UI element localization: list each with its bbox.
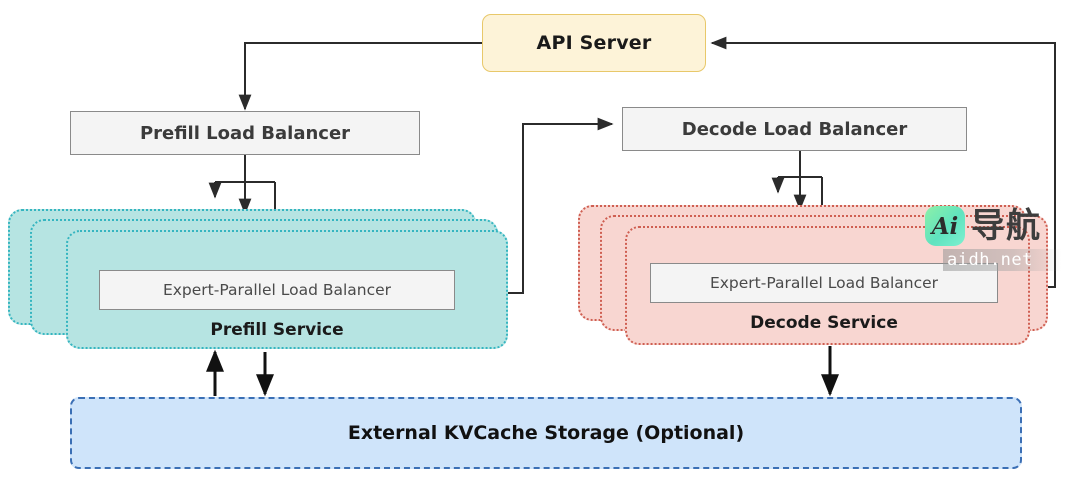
decode-service-label: Decode Service (750, 313, 898, 333)
node-api-server[interactable]: API Server (482, 14, 706, 72)
node-prefill-load-balancer[interactable]: Prefill Load Balancer (70, 111, 420, 155)
node-external-kvcache-storage[interactable]: External KVCache Storage (Optional) (70, 397, 1022, 469)
edge-api-to-prefill-lb (238, 42, 482, 111)
node-decode-load-balancer[interactable]: Decode Load Balancer (622, 107, 967, 151)
prefill-expert-parallel-load-balancer[interactable]: Expert-Parallel Load Balancer (99, 270, 455, 310)
prefill-service-label: Prefill Service (210, 320, 344, 340)
decode-expert-parallel-load-balancer[interactable]: Expert-Parallel Load Balancer (650, 263, 998, 303)
